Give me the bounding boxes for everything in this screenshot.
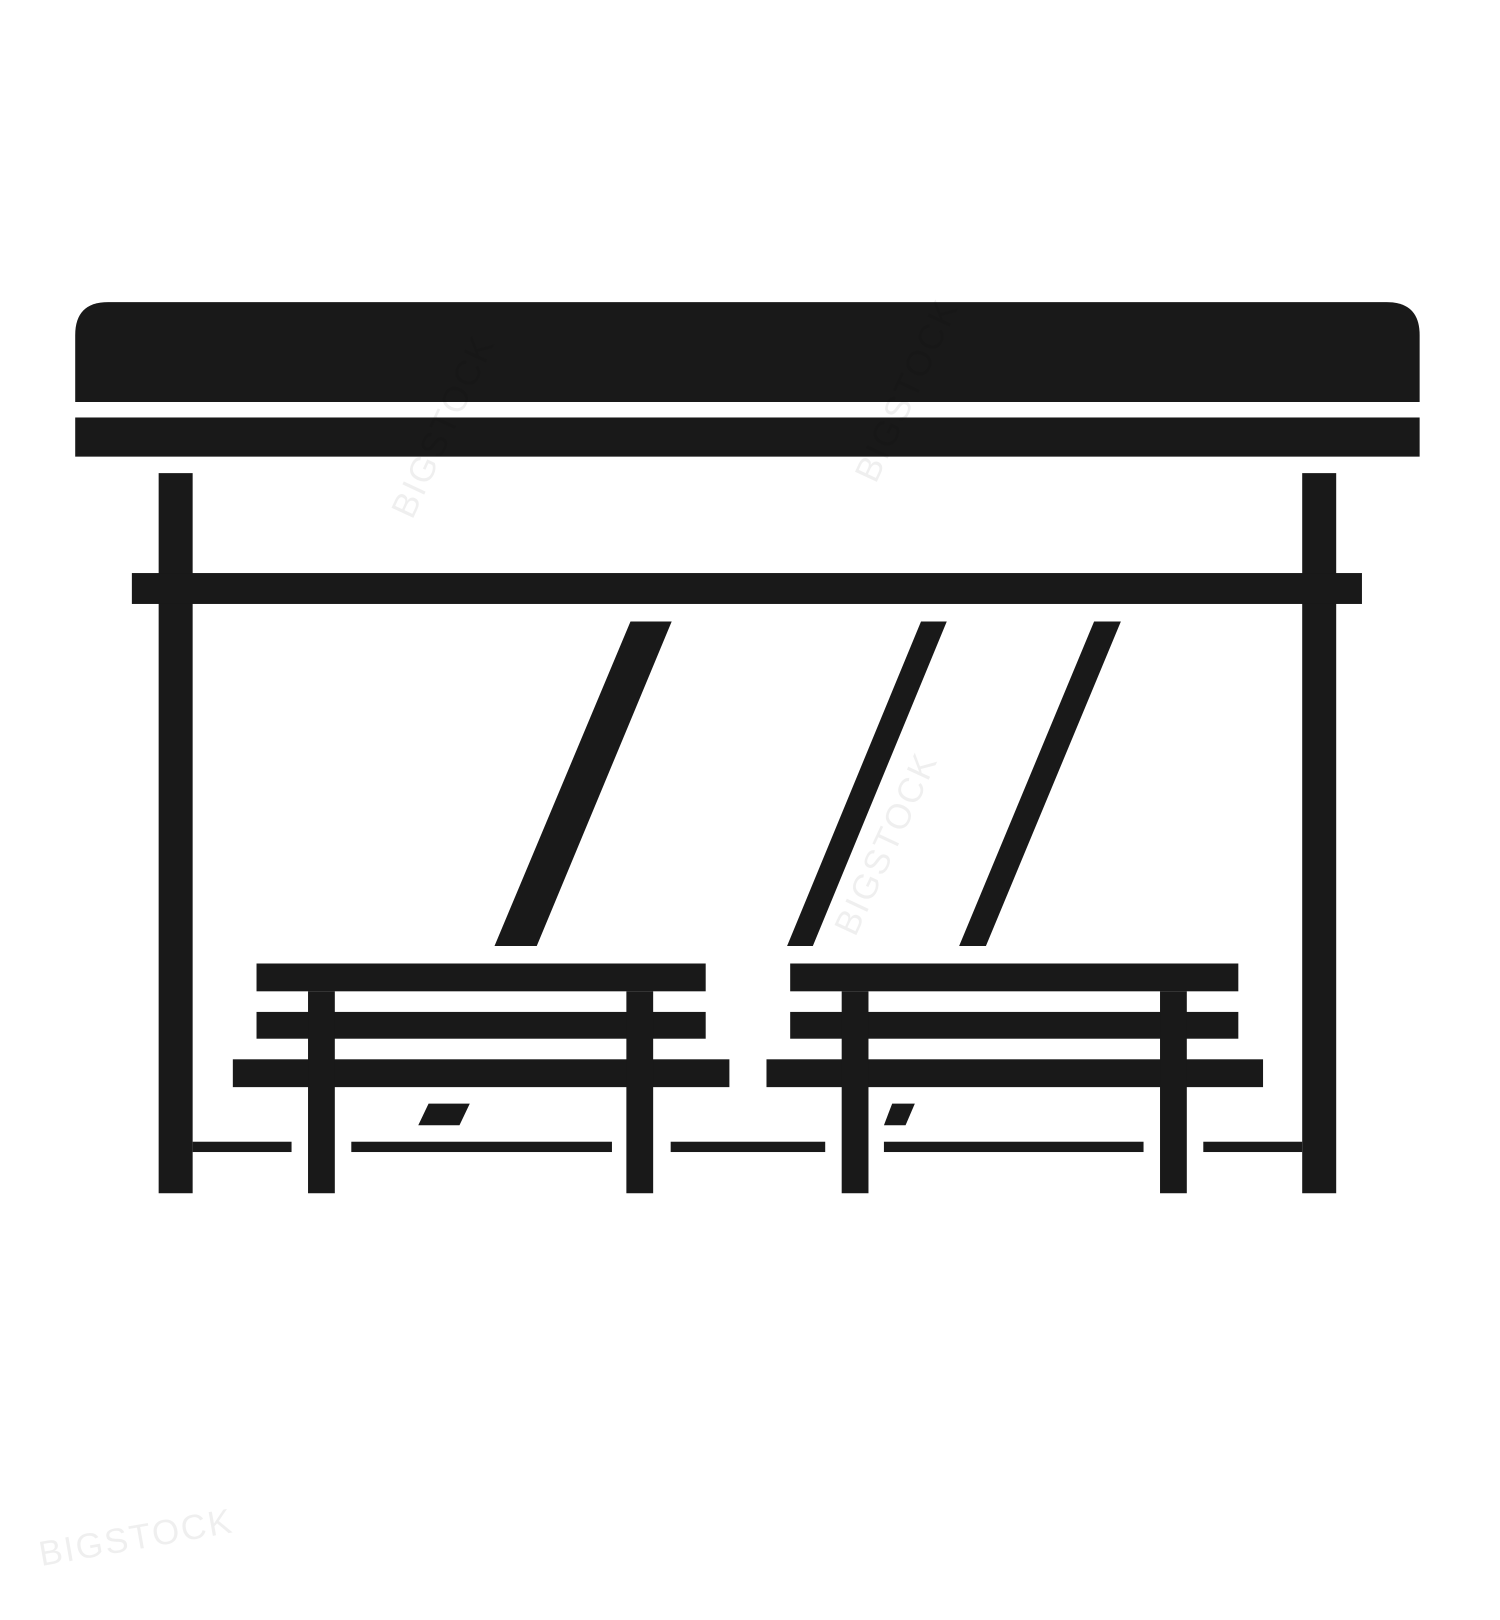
bench-seat [766,1059,1264,1088]
ground-segment [883,1141,1144,1153]
ground-line [192,1141,1303,1153]
glass-reflection-line [959,621,1121,946]
bench-left [232,963,730,1194]
ground-segment [351,1141,612,1153]
ground-segment [1203,1141,1303,1153]
watermark-text: BIGSTOCK [36,1501,237,1574]
ground-segment [192,1141,292,1153]
glass-reflection-line [494,621,672,946]
glass-reflections [494,621,1121,946]
bench-right [766,963,1264,1194]
bench-leg [308,991,335,1194]
bench-leg [1160,991,1187,1194]
bench-leg [626,991,654,1194]
bench-leg [841,991,869,1194]
glass-reflection-line [787,621,947,946]
bench-back-slat [790,963,1239,992]
shelter-roof [75,302,1420,457]
litter-mark [418,1103,470,1126]
litter-mark [883,1103,915,1126]
roof-canopy [75,302,1420,403]
bench-back-slat [256,963,706,992]
roof-stripe [75,417,1420,457]
ground-segment [670,1141,826,1153]
bench-seat [232,1059,730,1088]
crossbar [131,573,1362,604]
